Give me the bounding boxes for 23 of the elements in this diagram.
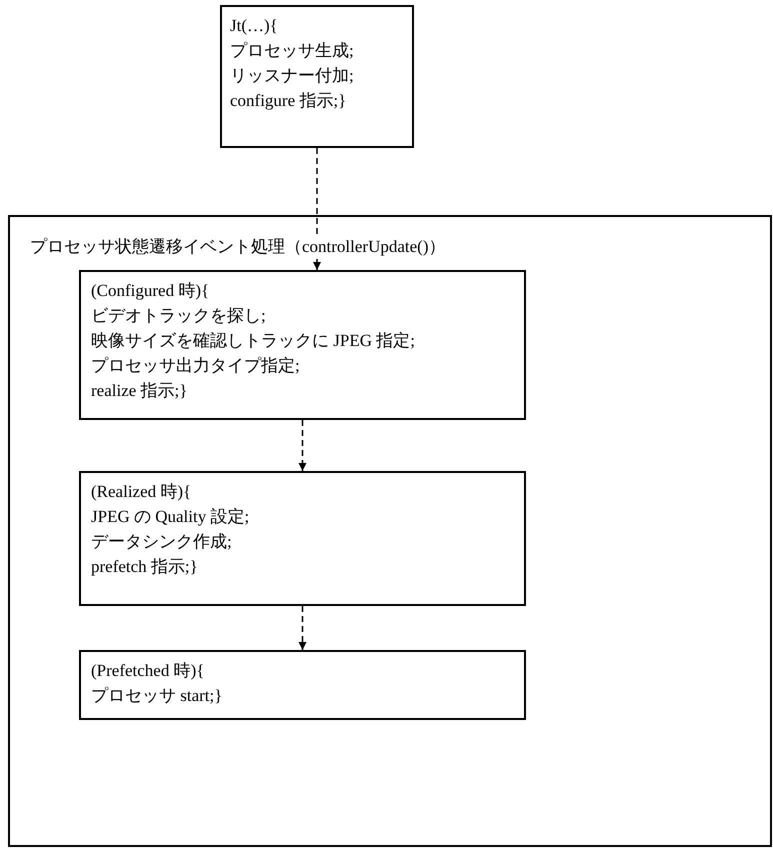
process-box [220,5,414,148]
code-text: realize 指示;} [91,380,188,402]
arrow [298,606,306,650]
code-text: プロセッサ start;} [91,685,224,707]
group-frame [8,215,772,847]
code-text: 映像サイズを確認しトラックに JPEG 指定; [91,330,416,352]
code-text: プロセッサ生成; [230,40,355,62]
process-box [79,270,526,420]
code-text: Jt(…){ [230,15,279,37]
code-text: (Realized 時){ [91,481,192,503]
process-box [79,471,526,606]
code-text: プロセッサ出力タイプ指定; [91,355,301,377]
code-text: (Configured 時){ [91,280,210,302]
code-text: prefetch 指示;} [91,556,199,578]
arrow [313,148,321,270]
arrow [298,420,306,471]
code-text: configure 指示;} [230,90,348,112]
code-text: ビデオトラックを探し; [91,305,267,327]
code-text: (Prefetched 時){ [91,660,206,682]
process-box [79,650,526,720]
code-text: JPEG の Quality 設定; [91,506,250,528]
code-text: データシンク作成; [91,531,233,553]
code-text: リッスナー付加; [230,65,355,87]
